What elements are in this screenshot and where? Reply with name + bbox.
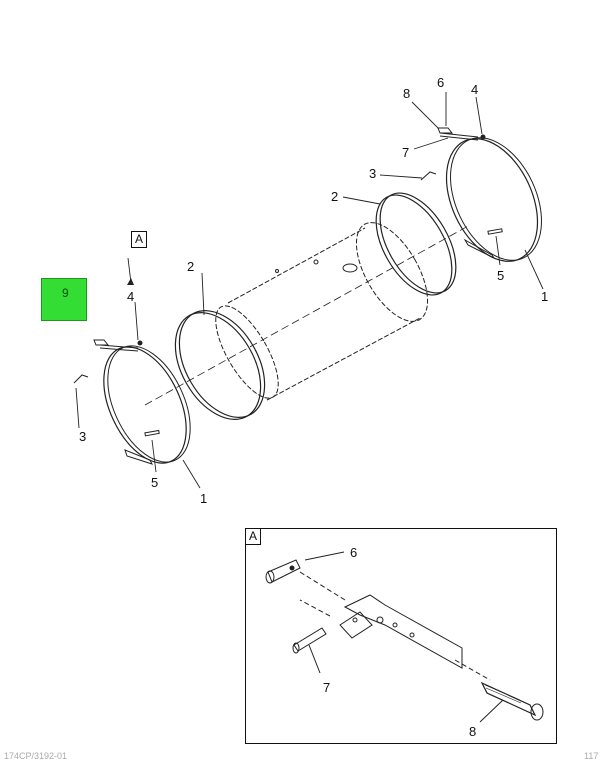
left-strap xyxy=(87,333,207,476)
detail-a-label: A xyxy=(245,528,262,545)
detail-a-panel: A 6 7 8 xyxy=(245,528,557,744)
detail-a-illustration xyxy=(266,552,543,722)
callout-5-right: 5 xyxy=(497,268,505,283)
callout-8: 8 xyxy=(403,86,411,101)
centerline xyxy=(145,225,470,405)
callout-7: 7 xyxy=(402,145,410,160)
arrow-a xyxy=(127,278,134,285)
callout-3-right: 3 xyxy=(369,166,377,181)
callout-2-left: 2 xyxy=(187,259,195,274)
hardware xyxy=(74,128,485,383)
callout-1-right: 1 xyxy=(541,289,549,304)
leader-lines xyxy=(76,92,543,488)
callout-4-left: 4 xyxy=(127,289,135,304)
detail-callout-8: 8 xyxy=(469,724,477,739)
detail-a-reference-box[interactable]: A xyxy=(131,231,148,248)
callout-6: 6 xyxy=(437,75,445,90)
page-ref: 117 xyxy=(584,751,599,761)
callout-4-right: 4 xyxy=(471,82,479,97)
figure-id: 174CP/3192-01 xyxy=(4,751,68,761)
callout-1-left: 1 xyxy=(200,491,208,506)
callout-2-right: 2 xyxy=(331,189,339,204)
callout-5-left: 5 xyxy=(151,475,159,490)
right-strap xyxy=(428,123,559,276)
fuel-tank xyxy=(204,211,442,407)
callout-3-left: 3 xyxy=(79,429,87,444)
right-insulator-ring xyxy=(361,180,472,307)
left-insulator-ring xyxy=(158,296,282,434)
highlight-callout-9[interactable]: 9 xyxy=(41,278,87,321)
highlight-callout-label: 9 xyxy=(62,286,69,300)
detail-callout-7: 7 xyxy=(323,680,331,695)
detail-callout-6: 6 xyxy=(350,545,358,560)
